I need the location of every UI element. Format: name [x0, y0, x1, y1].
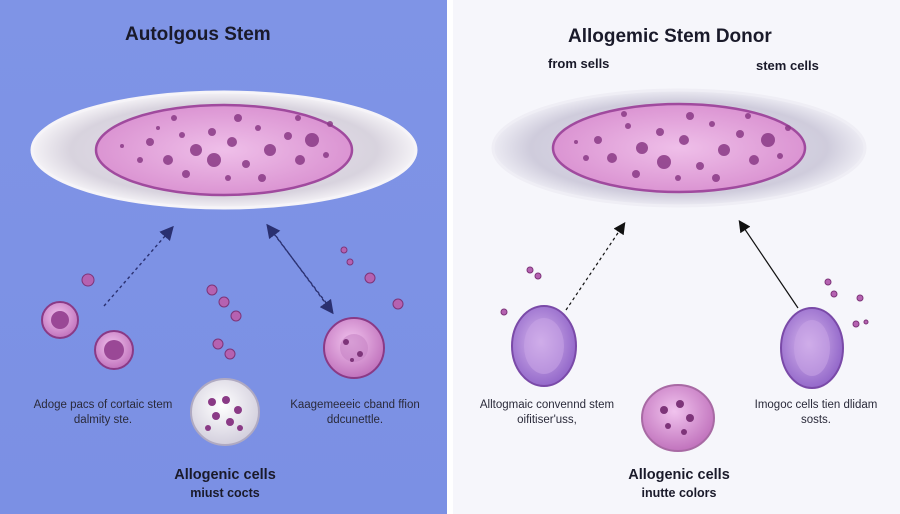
panel-divider	[447, 0, 453, 514]
left-panel-title: Autolgous Stem	[125, 24, 271, 45]
right-panel-title: Allogemic Stem Donor	[568, 26, 772, 47]
small-cell	[81, 273, 95, 287]
left-cells	[41, 246, 404, 446]
right-small-cells	[500, 266, 869, 328]
right-subtitle-right: stem cells	[756, 58, 819, 73]
left-bottom-caption-line2: miust cocts	[190, 486, 260, 500]
left-bottom-caption-line1: Allogenic cells	[174, 467, 276, 483]
small-cells	[340, 246, 404, 310]
left-arrows	[103, 223, 334, 315]
lavender-cell-right	[780, 307, 844, 389]
right-bottom-caption: Allogenic cells inutte colors	[604, 466, 754, 501]
cell-left-3	[323, 317, 385, 379]
right-arrows	[565, 220, 799, 311]
lavender-cell-left	[511, 305, 577, 387]
left-caption-left: Adoge pacs of cortaic stem dalmity ste.	[33, 399, 173, 426]
right-subtitle-left: from sells	[548, 56, 610, 71]
cell-left-2	[94, 330, 134, 370]
left-bottom-caption: Allogenic cells miust cocts	[150, 466, 300, 501]
right-bottom-caption-line2: inutte colors	[641, 486, 717, 500]
right-caption-left: Alltogmaic convennd stem oifitiser'uss,	[479, 399, 615, 426]
left-dish-cell-clusters	[120, 114, 333, 182]
left-arrow-down	[266, 223, 331, 309]
right-dish-cell-clusters	[574, 111, 791, 182]
pink-cell-with-nuclei	[641, 384, 715, 452]
right-petri-dish	[491, 88, 867, 208]
right-arrow-left	[565, 222, 626, 311]
right-arrow-right	[738, 220, 799, 309]
left-petri-dish	[30, 90, 418, 210]
right-cells	[500, 266, 869, 452]
right-caption-right: Imogoc cells tien dlidam sosts.	[754, 399, 878, 426]
right-bottom-caption-line1: Allogenic cells	[628, 467, 730, 483]
left-arrow-up	[103, 225, 174, 307]
cell-left-1	[41, 301, 79, 339]
cell-cluster-chain	[206, 284, 242, 360]
left-caption-right: Kaagemeeeic cband ffion ddcunettle.	[290, 399, 420, 426]
white-cell-with-nuclei	[190, 378, 260, 446]
